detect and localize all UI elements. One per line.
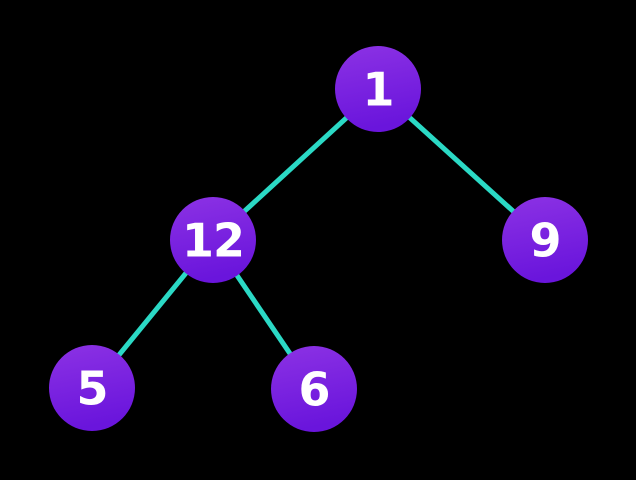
tree-node-l: 12 — [170, 197, 256, 283]
tree-node-circle-lr — [271, 346, 357, 432]
tree-node-label-lr: 6 — [298, 363, 329, 417]
tree-node-circle-r — [502, 197, 588, 283]
tree-node-label-ll: 5 — [76, 362, 107, 416]
tree-node-ll: 5 — [49, 345, 135, 431]
tree-node-label-l: 12 — [182, 214, 244, 268]
tree-node-root: 1 — [335, 46, 421, 132]
tree-node-r: 9 — [502, 197, 588, 283]
tree-node-circle-l — [170, 197, 256, 283]
tree-node-circle-root — [335, 46, 421, 132]
tree-node-label-r: 9 — [529, 214, 560, 268]
tree-node-label-root: 1 — [362, 63, 393, 117]
tree-node-circle-ll — [49, 345, 135, 431]
tree-node-lr: 6 — [271, 346, 357, 432]
